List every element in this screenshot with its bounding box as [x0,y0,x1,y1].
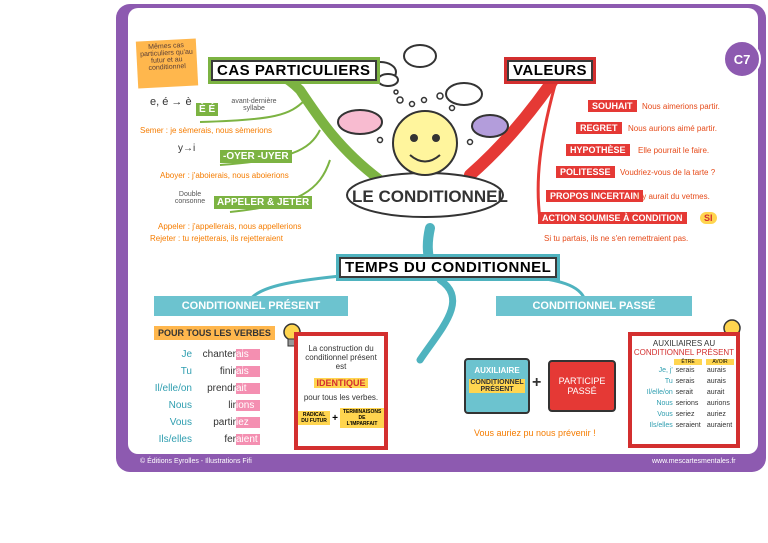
auxiliaires-box: AUXILIAIRES AU CONDITIONNEL PRÉSENT ÊTRE… [628,332,740,448]
valeur-label-politesse: POLITESSE [556,166,615,178]
rule2-example: Aboyer : j'aboierais, nous aboierions [160,171,289,180]
branch-valeurs-sub [536,84,557,221]
branch-cas-sub1 [199,99,306,123]
smiley-face [392,110,458,176]
rule1-letters: e, é → è [150,96,192,108]
rule1-example: Semer : je sèmerais, nous sèmerions [140,126,273,135]
puzzle-participe: PARTICIPE PASSÉ [548,360,616,412]
aux-title1: AUXILIAIRES AU [652,339,716,348]
valeur-text-politesse: Voudriez-vous de la tarte ? [620,168,716,177]
plus-sign: + [532,374,542,391]
purple-cloud [471,114,509,138]
valeur-label-propos-incertain: PROPOS INCERTAIN [546,190,644,202]
valeur-label-souhait: SOUHAIT [588,100,637,112]
branch-cas-sub2 [219,129,321,166]
construction-text2: pour tous les verbes. [303,393,379,402]
aux-col-etre: ÊTRE [674,359,702,365]
passe-example: Vous auriez pu nous prévenir ! [474,428,596,438]
construction-highlight: IDENTIQUE [314,378,368,388]
present-pill: POUR TOUS LES VERBES [154,326,275,340]
valeur-text-propos-incertain: Il y aurait du vetmes. [636,192,710,201]
formula: RADICAL DU FUTUR + TERMINAISONS DE L'IMP… [298,408,384,428]
rule3-box: APPELER & JETER [214,196,313,209]
temps-title: TEMPS DU CONDITIONNEL [336,254,561,281]
rule3-letters: Double consonne [174,191,206,205]
rule1-note: avant-dernière syllabe [231,98,277,112]
thought-clouds [363,44,483,106]
valeur-label-regret: REGRET [576,122,622,134]
puzzle-auxiliaire: AUXILIAIRE CONDITIONNEL PRÉSENT [464,358,530,414]
rule1-box: È É [196,103,219,116]
thought-dots [376,89,474,146]
valeur-text-hypothese: Elle pourrait le faire. [638,146,710,155]
rule3-example1: Appeler : j'appellerais, nous appellerio… [158,222,302,231]
pink-cloud [337,109,383,135]
corner-title: Le conditionnel [672,12,746,23]
aux-col-avoir: AVOIR [706,359,734,365]
sticky-note: Mêmes cas particuliers qu'au futur et au… [135,38,199,89]
rule2-letters: y→i [178,143,196,154]
valeur-condition-example: Si tu partais, ils ne s'en remettraient … [544,234,689,243]
branch-temps-left [248,273,351,301]
valeurs-title: VALEURS [504,57,597,84]
construction-box: La construction du conditionnel présent … [294,332,388,450]
aux-title2: CONDITIONNEL PRÉSENT [633,348,735,357]
branch-cas-sub3 [229,159,331,213]
footer-website: www.mescartesmentales.fr [652,458,736,465]
present-title: CONDITIONNEL PRÉSENT [154,296,348,316]
valeur-label-hypothese: HYPOTHÈSE [566,144,630,156]
passe-title: CONDITIONNEL PASSÉ [496,296,692,316]
footer-copyright: © Éditions Eyrolles - Illustrations Fifi [140,458,252,465]
construction-text1: La construction du conditionnel présent … [305,344,377,371]
center-title: LE CONDITIONNEL [352,187,508,206]
rule3-example2: Rejeter : tu rejetterais, ils rejetterai… [150,234,283,243]
branch-temps-down [416,276,457,364]
chapter-badge: C7 [723,40,761,78]
valeur-text-souhait: Nous aimerions partir. [642,102,720,111]
rule2-box: -OYER -UYER [220,150,292,163]
cas-particuliers-title: CAS PARTICULIERS [208,57,380,84]
valeur-label-condition: ACTION SOUMISE À CONDITION [538,212,687,224]
valeur-si-pill: SI [700,212,717,224]
valeur-text-regret: Nous aurions aimé partir. [628,124,717,133]
